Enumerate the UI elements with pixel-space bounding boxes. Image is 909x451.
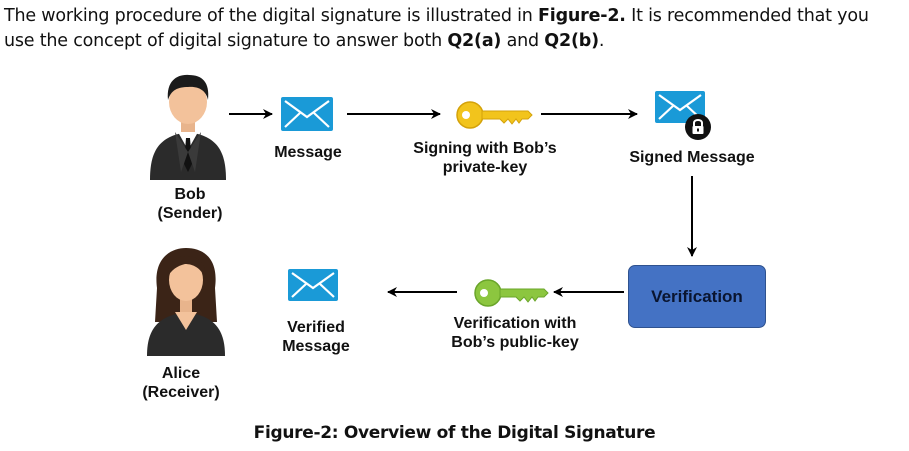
- verification-label: Verification: [651, 286, 743, 306]
- signing-label: Signing with Bob’s private-key: [400, 139, 570, 177]
- signing-line-2: private-key: [442, 159, 528, 176]
- envelope-icon: [281, 97, 333, 131]
- person-male-icon: [150, 74, 226, 180]
- alice-name: Alice: [161, 365, 201, 382]
- intro-text-1: The working procedure of the digital sig…: [4, 6, 539, 26]
- question-q2a: Q2(a): [447, 31, 502, 51]
- key-icon: [474, 279, 549, 307]
- verification-box: Verification: [628, 265, 766, 328]
- verification-line-2: Bob’s public-key: [451, 334, 579, 351]
- verification-with-label: Verification with Bob’s public-key: [430, 314, 600, 352]
- intro-text-4: .: [598, 31, 605, 51]
- figure-reference: Figure-2.: [538, 6, 626, 26]
- alice-role: (Receiver): [142, 384, 220, 401]
- question-q2b: Q2(b): [544, 31, 599, 51]
- signing-line-1: Signing with Bob’s: [413, 140, 557, 157]
- figure-caption: Figure-2: Overview of the Digital Signat…: [253, 423, 656, 443]
- signed-message-label: Signed Message: [629, 149, 755, 166]
- bob-name: Bob: [174, 186, 206, 203]
- lock-icon: [685, 114, 711, 140]
- intro-paragraph: The working procedure of the digital sig…: [4, 4, 904, 54]
- alice-label: Alice (Receiver): [130, 364, 232, 402]
- envelope-icon: [288, 269, 338, 301]
- bob-label: Bob (Sender): [140, 185, 240, 223]
- verified-line-1: Verified: [287, 319, 345, 336]
- envelope-icon: [655, 91, 705, 123]
- verification-line-1: Verification with: [453, 315, 577, 332]
- verified-line-2: Message: [282, 338, 350, 355]
- intro-text-3: and: [501, 31, 545, 51]
- intro-text-2: It is recommended that you use the conce…: [4, 6, 869, 51]
- person-female-icon: [147, 248, 225, 356]
- bob-role: (Sender): [157, 205, 223, 222]
- key-icon: [456, 101, 533, 129]
- verified-message-label: Verified Message: [266, 318, 366, 356]
- message-label: Message: [274, 144, 342, 161]
